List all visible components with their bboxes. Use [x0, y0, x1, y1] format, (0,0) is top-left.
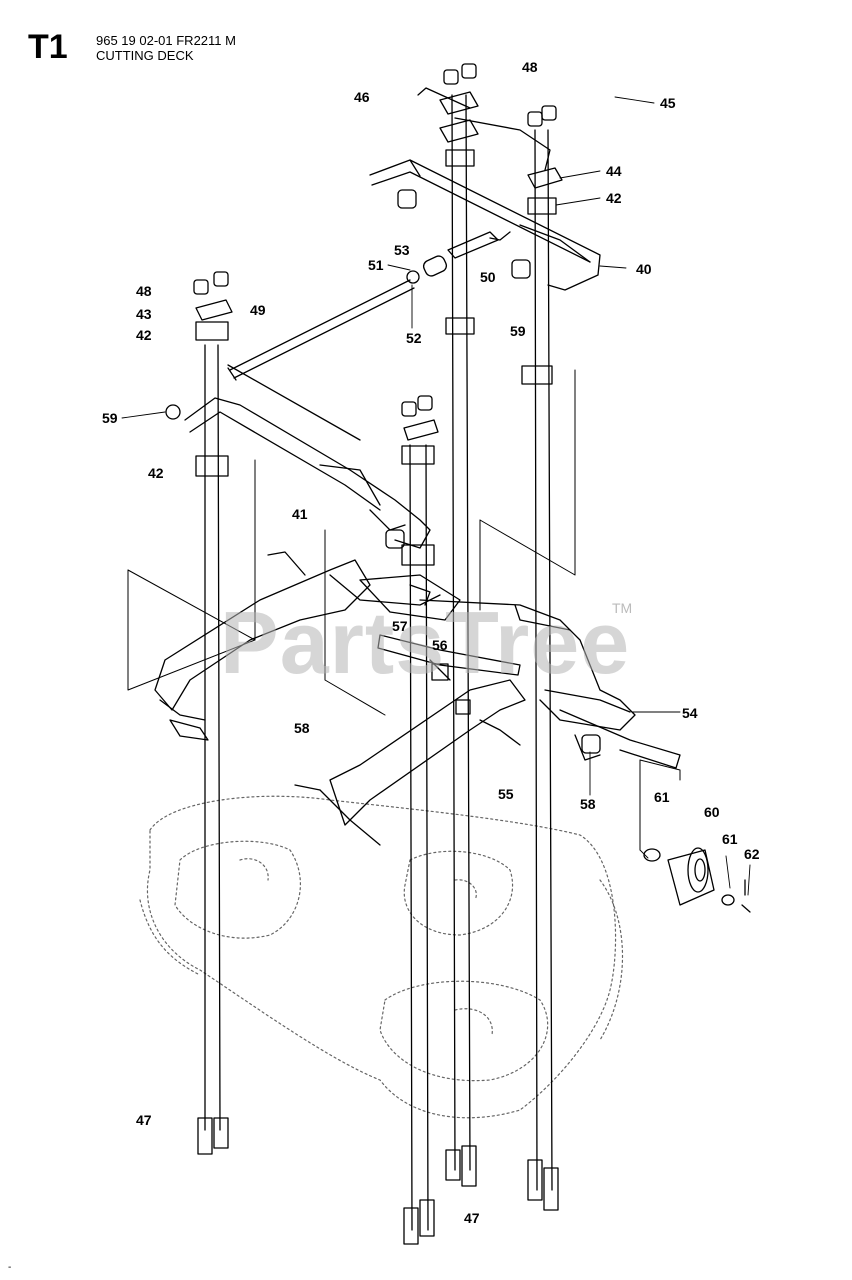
callout-48: 48: [136, 283, 152, 299]
part-number-line: 965 19 02-01 FR2211 M: [96, 33, 236, 48]
guide-planes: [127, 369, 681, 851]
callout-55: 55: [498, 786, 514, 802]
callout-44: 44: [606, 163, 622, 179]
front-lift-shaft: [165, 364, 431, 549]
callout-62: 62: [744, 846, 760, 862]
callout-56: 56: [432, 637, 448, 653]
callout-43: 43: [136, 306, 152, 322]
callout-58: 58: [294, 720, 310, 736]
callout-57: 57: [392, 618, 408, 634]
callout-61: 61: [722, 831, 738, 847]
callout-52: 52: [406, 330, 422, 346]
rod-end-bolts: [197, 1117, 559, 1245]
section-title: CUTTING DECK: [96, 48, 194, 63]
upper-lift-shaft: [369, 87, 601, 291]
callout-58: 58: [580, 796, 596, 812]
link-rod-assembly: [227, 231, 499, 381]
callout-60: 60: [704, 804, 720, 820]
callout-42: 42: [606, 190, 622, 206]
callout-59: 59: [102, 410, 118, 426]
watermark-logo: PartsTree: [220, 593, 631, 692]
callout-45: 45: [660, 95, 676, 111]
callout-46: 46: [354, 89, 370, 105]
left-lift-arm: [154, 551, 441, 741]
right-lift-arm: [294, 679, 526, 846]
callout-40: 40: [636, 261, 652, 277]
callout-53: 53: [394, 242, 410, 258]
callout-47: 47: [136, 1112, 152, 1128]
callout-48: 48: [522, 59, 538, 75]
callout-50: 50: [480, 269, 496, 285]
callout-42: 42: [148, 465, 164, 481]
watermark-trademark: TM: [612, 600, 633, 616]
diagram-code: T1: [28, 28, 68, 66]
gauge-roller: [643, 847, 751, 913]
leader-lines: [121, 96, 751, 896]
center-bracket: [359, 574, 521, 715]
top-nuts-and-clamps: [193, 63, 563, 566]
callout-54: 54: [682, 705, 698, 721]
callout-51: 51: [368, 257, 384, 273]
callout-42: 42: [136, 327, 152, 343]
callout-49: 49: [250, 302, 266, 318]
callout-61: 61: [654, 789, 670, 805]
diagram-header: 965 19 02-01 FR2211 M CUTTING DECK: [96, 33, 236, 63]
callout-41: 41: [292, 506, 308, 522]
callout-47: 47: [464, 1210, 480, 1226]
callout-59: 59: [510, 323, 526, 339]
corner-mark: -: [8, 1262, 12, 1273]
roller-bracket-assembly: [419, 599, 681, 769]
